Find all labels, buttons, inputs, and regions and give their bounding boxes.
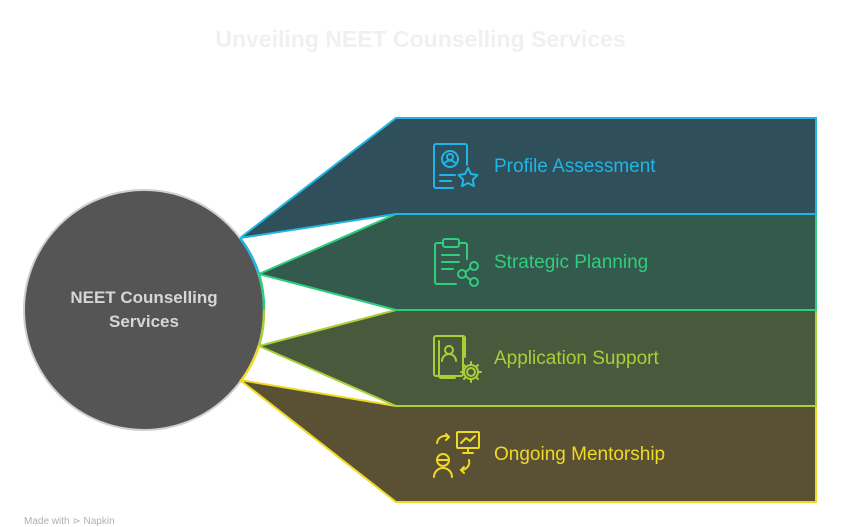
profile-gear-icon <box>433 335 482 383</box>
hub-arc-lime <box>257 309 266 347</box>
label-ongoing-mentorship: Ongoing Mentorship <box>494 444 666 465</box>
band-profile-assessment <box>239 117 817 239</box>
clipboard-share-icon <box>434 238 479 287</box>
label-strategic-planning: Strategic Planning <box>494 252 649 273</box>
hub-label-line2: Services <box>109 312 179 331</box>
hub-arc-green <box>257 273 266 311</box>
label-application-support: Application Support <box>494 348 659 369</box>
mentor-presentation-icon <box>433 431 480 478</box>
hub-arc-cyan <box>239 237 261 275</box>
band-application-support <box>255 309 817 407</box>
hub-label: NEET Counselling Services <box>30 286 258 334</box>
made-with-napkin-credit: Made with ⋗ Napkin <box>24 516 115 527</box>
band-ongoing-mentorship <box>239 379 817 503</box>
hub-arc-yellow <box>239 345 261 383</box>
diagram-title: Unveiling NEET Counselling Services <box>215 26 626 52</box>
label-profile-assessment: Profile Assessment <box>494 156 656 177</box>
hub-label-line1: NEET Counselling <box>70 288 218 307</box>
band-strategic-planning <box>255 213 817 311</box>
profile-star-icon <box>433 143 479 189</box>
